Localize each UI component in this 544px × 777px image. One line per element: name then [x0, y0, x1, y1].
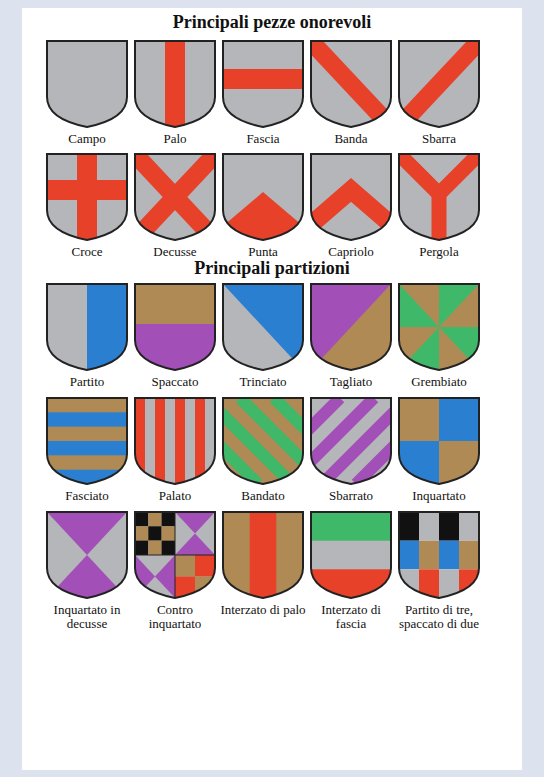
shield — [135, 154, 215, 240]
shield — [47, 512, 127, 598]
shield-caption: Interzato di fascia — [305, 603, 397, 631]
shield-caption: Capriolo — [305, 245, 397, 259]
shield-caption: Sbarra — [393, 132, 485, 146]
shield — [223, 284, 303, 370]
shield — [135, 41, 215, 127]
shield — [135, 398, 215, 484]
shield — [47, 398, 127, 484]
shield-caption: Interzato di palo — [217, 603, 309, 617]
shield — [311, 284, 391, 370]
shield — [223, 41, 303, 127]
shield — [47, 154, 127, 240]
shield-caption: Inquartato in decusse — [41, 603, 133, 631]
shield — [47, 41, 127, 127]
shield-caption: Fascia — [217, 132, 309, 146]
shield-caption: Sbarrato — [305, 489, 397, 503]
shield-caption: Trinciato — [217, 375, 309, 389]
shield-caption: Grembiato — [393, 375, 485, 389]
shield-caption: Punta — [217, 245, 309, 259]
shield-caption: Bandato — [217, 489, 309, 503]
shield-caption: Fasciato — [41, 489, 133, 503]
shield — [135, 512, 215, 598]
shield-caption: Croce — [41, 245, 133, 259]
section-heading: Principali pezze onorevoli — [22, 12, 522, 33]
shield-caption: Campo — [41, 132, 133, 146]
shield — [399, 284, 479, 370]
shield — [399, 512, 479, 598]
shield-caption: Pergola — [393, 245, 485, 259]
shield — [223, 512, 303, 598]
shield-caption: Palo — [129, 132, 221, 146]
shield — [399, 41, 479, 127]
shield — [399, 398, 479, 484]
shield — [223, 154, 303, 240]
shield-caption: Partito di tre, spaccato di due — [393, 603, 485, 631]
shield — [311, 512, 391, 598]
shield-caption: Contro inquartato — [129, 603, 221, 631]
shield — [311, 398, 391, 484]
shield — [311, 154, 391, 240]
shield-caption: Banda — [305, 132, 397, 146]
section-heading: Principali partizioni — [22, 258, 522, 279]
shield — [223, 398, 303, 484]
shield-caption: Tagliato — [305, 375, 397, 389]
shield-caption: Inquartato — [393, 489, 485, 503]
shield-caption: Decusse — [129, 245, 221, 259]
shield — [311, 41, 391, 127]
shield-caption: Partito — [41, 375, 133, 389]
shield — [399, 154, 479, 240]
shield-caption: Spaccato — [129, 375, 221, 389]
shield — [135, 284, 215, 370]
shield — [47, 284, 127, 370]
shield-caption: Palato — [129, 489, 221, 503]
